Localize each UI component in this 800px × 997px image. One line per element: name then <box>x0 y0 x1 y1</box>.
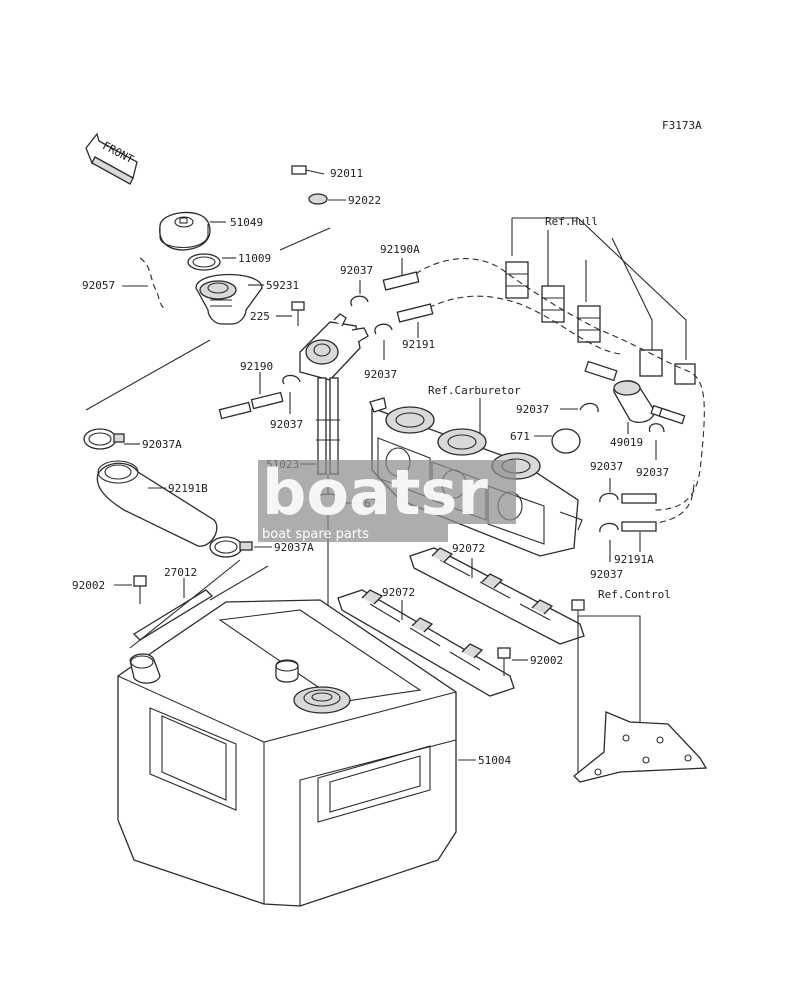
diagram-code: F3173A <box>662 119 702 132</box>
hose-92191 <box>396 303 434 323</box>
clip-bracket-4 <box>639 349 663 377</box>
bolt-control <box>571 599 585 626</box>
label-92191B: 92191B <box>168 482 208 495</box>
label-92037A-top: 92037A <box>142 438 182 451</box>
clip-bracket-1 <box>505 261 529 299</box>
ref-carburetor-label: Ref.Carburetor <box>428 384 521 397</box>
label-92072-bottom: 92072 <box>382 586 415 599</box>
label-92037-g: 92037 <box>590 568 623 581</box>
gasket-92072-top <box>409 547 585 645</box>
front-arrow-icon: FRONT <box>85 132 138 185</box>
bolt-92002-right <box>497 647 511 676</box>
watermark-logo: boatsr boat spare parts <box>258 456 516 542</box>
label-49019: 49019 <box>610 436 643 449</box>
gasket-92072-bottom <box>337 589 515 697</box>
ref-hull-label: Ref.Hull <box>545 215 598 228</box>
ref-control-label: Ref.Control <box>598 588 671 601</box>
clip-92037-a <box>350 295 369 307</box>
clip-92037-g <box>599 522 619 533</box>
watermark-logo-text: boatsr <box>262 456 488 529</box>
label-92191: 92191 <box>402 338 435 351</box>
filler-neck-59231 <box>195 273 263 325</box>
label-92022: 92022 <box>348 194 381 207</box>
label-51004: 51004 <box>478 754 511 767</box>
hose-92190A <box>382 271 420 291</box>
bolt-92011 <box>291 165 325 175</box>
label-92037-a: 92037 <box>340 264 373 277</box>
control-mount-plate <box>573 711 708 783</box>
clamp-92037A-top <box>83 428 125 450</box>
hose-92191A <box>621 493 657 532</box>
label-671: 671 <box>510 430 530 443</box>
fuel-cap-51049 <box>159 211 211 251</box>
clip-92037-c <box>282 374 301 385</box>
label-92002-left: 92002 <box>72 579 105 592</box>
label-92037-f: 92037 <box>590 460 623 473</box>
fuel-valve-assembly <box>299 313 369 700</box>
clip-bracket-5 <box>674 363 696 385</box>
watermark-tagline: boat spare parts <box>262 527 369 542</box>
label-92037-c: 92037 <box>270 418 303 431</box>
label-51049: 51049 <box>230 216 263 229</box>
hose-92191B <box>96 460 218 547</box>
label-27012: 27012 <box>164 566 197 579</box>
ring-11009 <box>187 253 221 271</box>
clip-92037-e <box>648 423 665 433</box>
label-92057: 92057 <box>82 279 115 292</box>
clip-92037-d <box>579 402 599 413</box>
washer-92022 <box>308 193 346 205</box>
label-59231: 59231 <box>266 279 299 292</box>
o-ring-671 <box>551 428 581 454</box>
label-92191A: 92191A <box>614 553 654 566</box>
label-92037A-bottom: 92037A <box>274 541 314 554</box>
clamp-92037A-bottom <box>209 536 253 558</box>
hose-92190 <box>218 391 284 420</box>
strap-27012 <box>132 589 214 641</box>
label-92002-right: 92002 <box>530 654 563 667</box>
label-92037-d: 92037 <box>516 403 549 416</box>
clip-92037-f <box>599 492 619 503</box>
label-92037-e: 92037 <box>636 466 669 479</box>
label-92072-top: 92072 <box>452 542 485 555</box>
label-11009: 11009 <box>238 252 271 265</box>
clip-92037-b <box>374 323 393 335</box>
hose-stub-right <box>658 407 686 425</box>
label-92011: 92011 <box>330 167 363 180</box>
bolt-92002-left <box>133 575 147 604</box>
label-92190A: 92190A <box>380 243 420 256</box>
label-225: 225 <box>250 310 270 323</box>
label-92190: 92190 <box>240 360 273 373</box>
label-92037-b: 92037 <box>364 368 397 381</box>
fuel-tank-51004 <box>117 559 457 907</box>
screw-225 <box>291 301 305 326</box>
tether-92057 <box>139 257 167 311</box>
